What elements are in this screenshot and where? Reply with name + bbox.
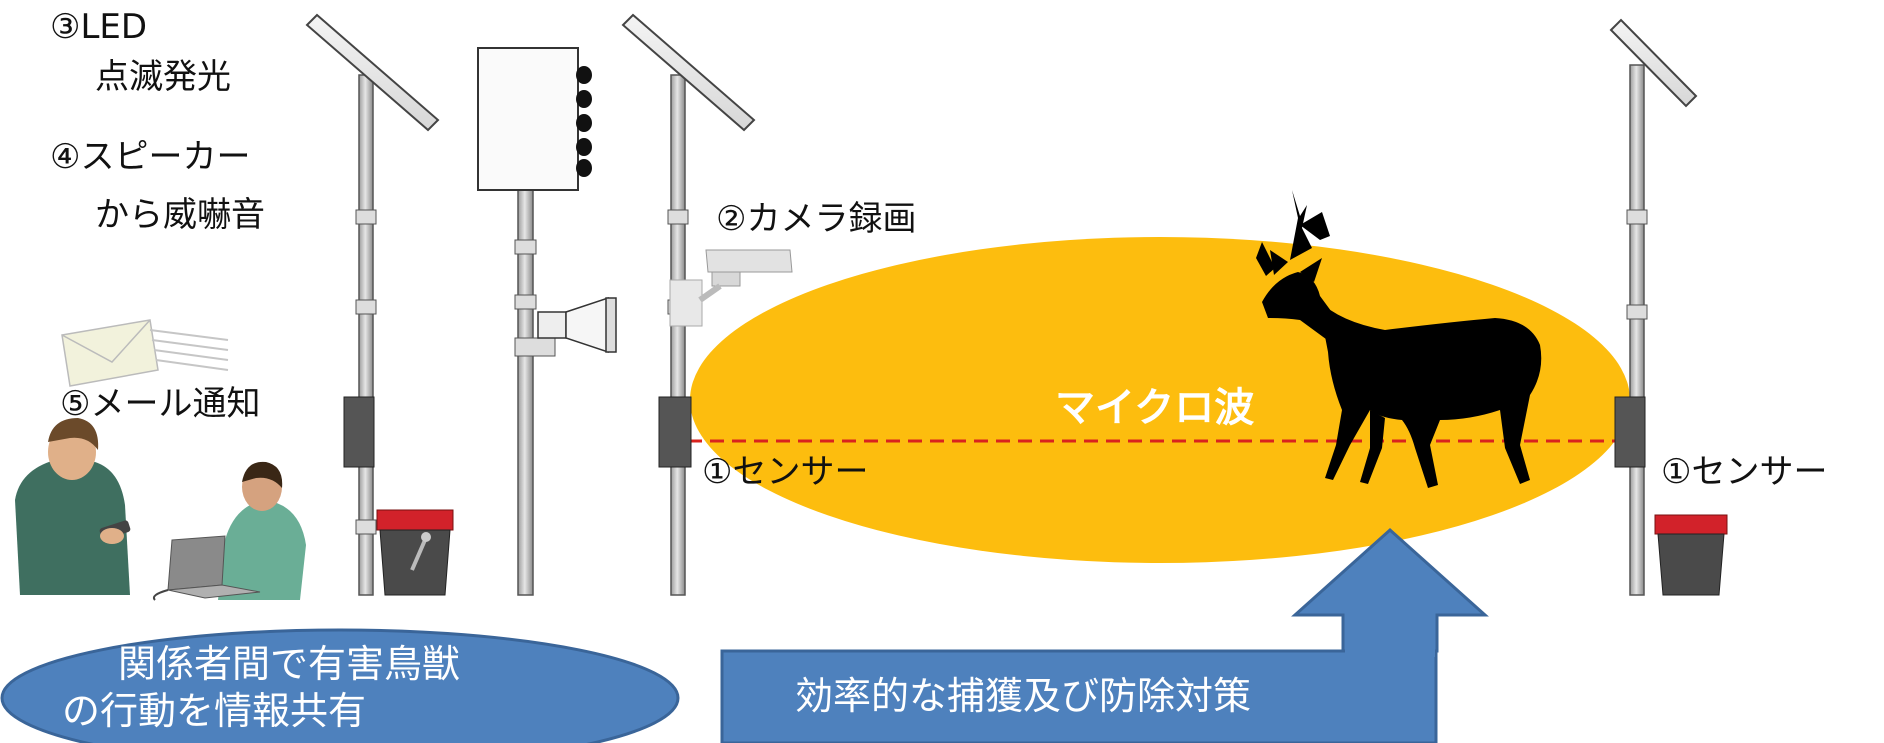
callout-sharing-line2: の行動を情報共有 [62,689,367,733]
right-sensor-pole [1609,18,1698,596]
countermeasure-arrow-callout [720,527,1489,743]
label-led-line2: 点滅発光 [95,57,231,97]
callout-countermeasure: 効率的な捕獲及び防除対策 [795,674,1252,718]
label-microwave: マイクロ波 [1055,385,1255,431]
callout-sharing-line1: 関係者間で有害鳥獣 [118,642,461,686]
mail-envelope-icon [61,319,229,387]
label-speaker-line1: ④スピーカー [50,137,251,177]
person-with-laptop-icon [152,461,306,601]
led-control-box-icon [477,47,579,191]
speaker-horn-icon [537,296,617,354]
solar-panel-icon [305,13,440,132]
sensor-box-icon [658,396,692,468]
microwave-zone [690,237,1630,563]
sensor-box-icon [1614,396,1646,468]
camera-icon [669,249,793,327]
label-sensor-left: ①センサー [702,452,869,492]
led-solar-pole [305,13,440,596]
info-sharing-callout [0,628,680,743]
deer-silhouette-icon [1256,190,1542,488]
sensor-box-icon [343,396,375,468]
label-led-line1: ③LED [50,7,148,47]
bait-bucket-icon [376,509,454,596]
led-light-icons [576,66,592,177]
solar-panel-icon [1609,18,1698,108]
bait-bucket-icon [1654,514,1728,596]
label-camera-recording: ②カメラ録画 [716,199,917,239]
camera-sensor-pole [621,13,793,596]
person-with-phone-icon [15,418,131,595]
label-speaker-line2: から威嚇音 [95,195,265,235]
label-mail-notification: ⑤メール通知 [60,384,261,424]
solar-panel-icon [621,13,756,132]
label-sensor-right: ①センサー [1661,452,1828,492]
speaker-led-pole [477,47,617,596]
